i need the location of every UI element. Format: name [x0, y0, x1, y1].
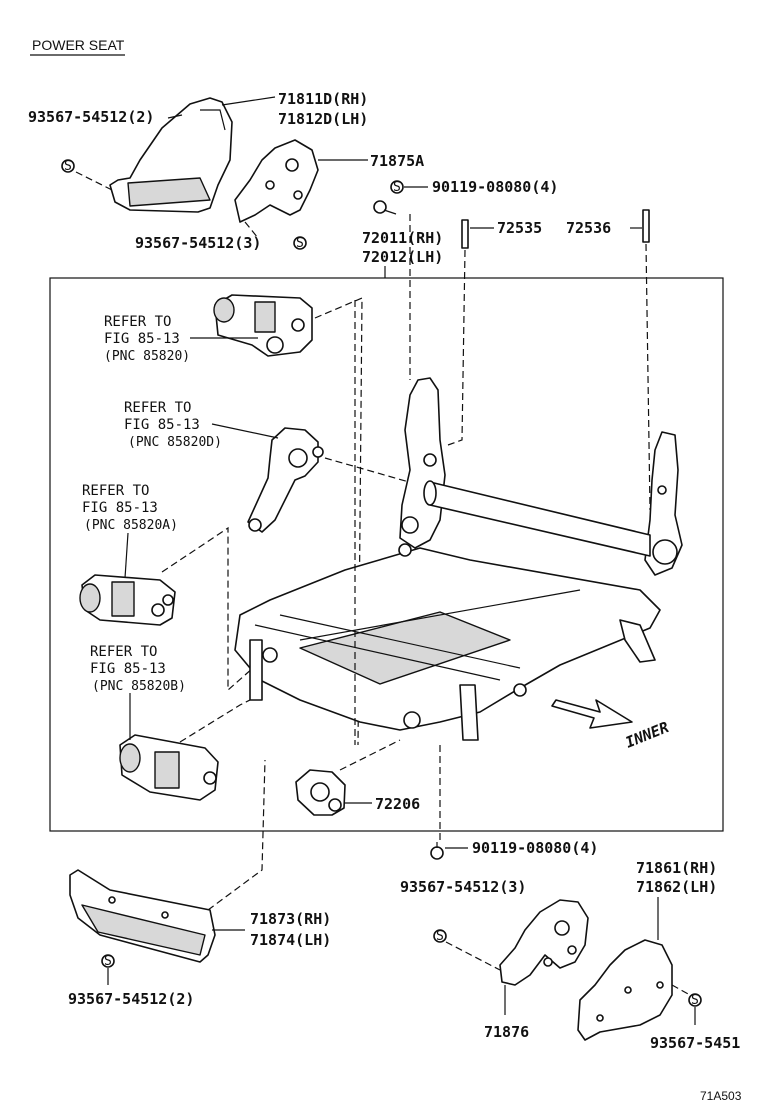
svg-text:S: S [64, 159, 72, 174]
pin-72536[interactable] [642, 209, 650, 243]
cover-71811d[interactable] [109, 97, 233, 213]
motor-72206[interactable] [295, 769, 346, 816]
svg-text:S: S [436, 929, 444, 944]
bolt-icon [373, 200, 397, 215]
label-72012: 72012(LH) [362, 248, 443, 266]
label-93567-mid: 93567-54512(3) [135, 234, 261, 252]
seat-frame-72011[interactable] [234, 377, 683, 741]
ref3-line1: REFER TO [82, 483, 149, 499]
motor-85820a[interactable] [79, 574, 176, 626]
ref4-line3: (PNC 85820B) [92, 679, 186, 694]
label-71876: 71876 [484, 1023, 529, 1041]
figure-code: 71A503 [700, 1089, 742, 1103]
label-71874: 71874(LH) [250, 931, 331, 949]
svg-text:S: S [691, 993, 699, 1008]
label-72206: 72206 [375, 795, 420, 813]
bracket-71875a[interactable] [234, 139, 319, 223]
label-90119-bot: 90119-08080(4) [472, 839, 598, 857]
screw-icon: S [61, 159, 75, 174]
screw-icon: S [688, 993, 702, 1008]
label-93567-br: 93567-5451 [650, 1034, 740, 1052]
bolt-icon [430, 842, 444, 860]
label-93567-b2: 93567-54512(2) [68, 990, 194, 1008]
label-71861: 71861(RH) [636, 859, 717, 877]
ref1-line1: REFER TO [104, 314, 171, 330]
screw-icon: S [390, 180, 404, 195]
ref4-line1: REFER TO [90, 644, 157, 660]
pin-72535[interactable] [461, 219, 469, 249]
assembly-frame-box [49, 277, 724, 832]
label-93567-top: 93567-54512(2) [28, 108, 154, 126]
cover-71873[interactable] [69, 869, 216, 963]
cover-71861[interactable] [577, 939, 673, 1041]
motor-85820[interactable] [213, 294, 313, 357]
page-title: POWER SEAT [32, 37, 125, 53]
ref2-line2: FIG 85-13 [124, 417, 200, 433]
ref2-line1: REFER TO [124, 400, 191, 416]
label-71811d: 71811D(RH) [278, 90, 368, 108]
svg-text:S: S [104, 954, 112, 969]
motor-85820b[interactable] [119, 734, 219, 801]
ref2-line3: (PNC 85820D) [128, 435, 222, 450]
label-72011: 72011(RH) [362, 229, 443, 247]
label-90119-top: 90119-08080(4) [432, 178, 558, 196]
svg-text:S: S [393, 180, 401, 195]
ref4-line2: FIG 85-13 [90, 661, 166, 677]
label-71873: 71873(RH) [250, 910, 331, 928]
label-93567-r3: 93567-54512(3) [400, 878, 526, 896]
screw-icon: S [433, 929, 447, 944]
label-72535: 72535 [497, 219, 542, 237]
screw-icon: S [101, 954, 115, 969]
direction-label: INNER [623, 718, 672, 752]
label-71862: 71862(LH) [636, 878, 717, 896]
ref3-line3: (PNC 85820A) [84, 518, 178, 533]
label-72536: 72536 [566, 219, 611, 237]
screw-icon: S [293, 236, 307, 251]
motor-85820d[interactable] [247, 427, 324, 533]
ref1-line3: (PNC 85820) [104, 349, 190, 364]
inner-arrow-icon [551, 699, 633, 729]
svg-text:S: S [296, 236, 304, 251]
label-71812d: 71812D(LH) [278, 110, 368, 128]
bracket-71876[interactable] [499, 899, 589, 986]
ref3-line2: FIG 85-13 [82, 500, 158, 516]
label-71875a: 71875A [370, 152, 424, 170]
ref1-line2: FIG 85-13 [104, 331, 180, 347]
